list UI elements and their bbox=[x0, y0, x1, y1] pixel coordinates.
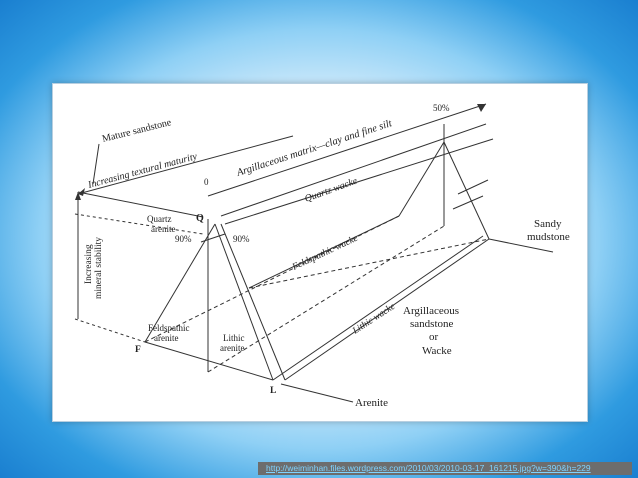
label-lithic-arenite-line1: Lithic bbox=[223, 333, 245, 343]
arrowhead-up bbox=[75, 192, 81, 200]
edge-q-l bbox=[214, 223, 274, 381]
label-zero: 0 bbox=[204, 177, 209, 187]
label-f: F bbox=[135, 345, 141, 355]
stability-dashed-top bbox=[74, 213, 204, 235]
arrowhead-right bbox=[477, 104, 486, 112]
arrowhead-left bbox=[78, 188, 85, 196]
label-ninety-right: 90% bbox=[233, 234, 250, 244]
edge-q-f bbox=[144, 223, 216, 343]
sandy-mudstone-pointer bbox=[488, 238, 554, 253]
upper-guide-line bbox=[77, 191, 204, 218]
label-arenite: Arenite bbox=[355, 397, 388, 409]
label-sandy-mudstone-line1: Sandy bbox=[534, 218, 562, 230]
label-sandy-mudstone-line2: mudstone bbox=[527, 231, 570, 243]
label-mineral-stability-line2: mineral stability bbox=[94, 237, 104, 299]
label-ninety-left: 90% bbox=[175, 234, 192, 244]
base-dashed-line bbox=[144, 215, 400, 343]
label-quartz-arenite-line2: arenite bbox=[151, 224, 175, 234]
label-argillaceous-matrix: Argillaceous matrix—clay and fine silt bbox=[235, 118, 395, 179]
source-link[interactable]: http://weiminhan.files.wordpress.com/201… bbox=[258, 462, 632, 475]
label-mature-sandstone: Mature sandstone bbox=[101, 117, 173, 145]
sandstone-classification-diagram: Mature sandstone Increasing textural mat… bbox=[74, 103, 570, 409]
label-feldspathic-arenite-line2: arenite bbox=[154, 333, 178, 343]
label-quartz-arenite-line1: Quartz bbox=[147, 214, 172, 224]
ninety-percent-line bbox=[200, 233, 226, 243]
rear-tick-2 bbox=[452, 195, 484, 210]
label-l: L bbox=[270, 386, 276, 396]
mid-dashed-line bbox=[248, 238, 490, 289]
mature-sandstone-bracket bbox=[92, 143, 100, 185]
front-bottom-line bbox=[272, 235, 484, 381]
edge-f-l bbox=[144, 341, 274, 381]
label-lithic-arenite-line2: arenite bbox=[220, 343, 244, 353]
vertical-dashed-link bbox=[207, 225, 445, 373]
label-quartz-wacke: Quartz wacke bbox=[303, 175, 359, 204]
lithic-wacke-line bbox=[284, 238, 490, 381]
label-feldspathic-arenite-line1: Feldspathic bbox=[148, 323, 190, 333]
label-fifty-percent: 50% bbox=[433, 103, 450, 113]
stability-dashed-base bbox=[74, 318, 146, 343]
quartz-wacke-line bbox=[220, 123, 487, 217]
label-argillaceous-sandstone-line1: Argillaceous bbox=[403, 305, 459, 317]
label-increasing-textural-maturity: Increasing textural maturity bbox=[86, 151, 199, 191]
argillaceous-matrix-arrow bbox=[207, 103, 487, 197]
label-argillaceous-sandstone-line2: sandstone bbox=[410, 318, 454, 330]
rear-tick-1 bbox=[457, 179, 489, 195]
top-back-line bbox=[224, 138, 494, 225]
diagram-panel: Mature sandstone Increasing textural mat… bbox=[52, 83, 588, 422]
label-mineral-stability-line1: Increasing bbox=[84, 244, 94, 284]
label-argillaceous-sandstone-line3: or bbox=[429, 331, 439, 343]
label-feldspathic-wacke: Feldspathic wacke bbox=[290, 234, 359, 273]
label-lithic-wacke: Lithic wacke bbox=[350, 302, 397, 337]
edge-q-l-inner bbox=[220, 223, 286, 381]
arenite-pointer bbox=[280, 383, 354, 403]
textural-maturity-arrow bbox=[77, 135, 294, 195]
label-q: Q bbox=[196, 213, 204, 224]
label-argillaceous-sandstone-line4: Wacke bbox=[422, 345, 452, 357]
rear-edge-left bbox=[398, 141, 445, 217]
